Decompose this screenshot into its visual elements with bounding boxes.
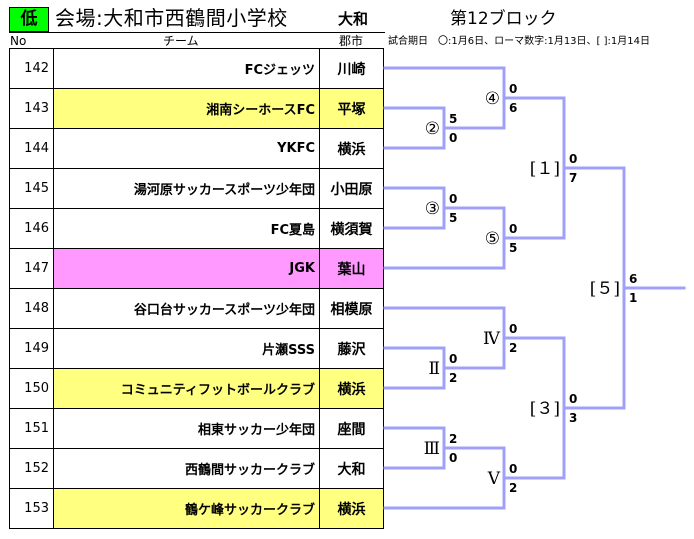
team-number: 153 <box>9 488 54 529</box>
venue-title: 会場:大和市西鶴間小学校 <box>55 6 288 30</box>
score-bottom: 2 <box>509 341 517 355</box>
score-bottom: 7 <box>569 171 577 185</box>
score-bottom: 2 <box>509 481 517 495</box>
team-number: 147 <box>9 248 54 289</box>
column-header-team: チーム <box>163 34 199 48</box>
score-bottom: 0 <box>449 451 457 465</box>
score-bottom: 6 <box>509 101 517 115</box>
block-title: 第12ブロック <box>450 9 557 29</box>
team-name: JGK <box>53 248 320 289</box>
team-city: 藤沢 <box>319 328 384 369</box>
match-label: ③ <box>425 199 440 219</box>
team-city: 座間 <box>319 408 384 449</box>
team-city: 大和 <box>319 448 384 489</box>
team-name: コミュニティフットボールクラブ <box>53 368 320 409</box>
score-bottom: 2 <box>449 371 457 385</box>
venue-city: 大和 <box>338 10 369 28</box>
team-number: 142 <box>9 48 54 89</box>
team-city: 横浜 <box>319 368 384 409</box>
team-name: YKFC <box>53 128 320 169</box>
team-number: 143 <box>9 88 54 129</box>
title-divider <box>9 32 385 33</box>
score-top: 0 <box>509 322 517 336</box>
score-top: 2 <box>449 432 457 446</box>
match-label: Ⅲ <box>424 439 440 459</box>
score-bottom: 0 <box>449 131 457 145</box>
score-top: 0 <box>509 462 517 476</box>
score-top: 0 <box>449 192 457 206</box>
match-label: ② <box>425 119 440 139</box>
column-header-no: No <box>10 34 27 48</box>
score-top: 0 <box>449 352 457 366</box>
score-top: 0 <box>509 222 517 236</box>
team-city: 横浜 <box>319 488 384 529</box>
team-name: 西鶴間サッカークラブ <box>53 448 320 489</box>
team-city: 川崎 <box>319 48 384 89</box>
level-badge: 低 <box>9 7 49 32</box>
team-city: 葉山 <box>319 248 384 289</box>
match-dates-note: 試合期日 〇:1月6日、ローマ数字:1月13日、[ ]:1月14日 <box>388 36 650 47</box>
team-name: 湯河原サッカースポーツ少年団 <box>53 168 320 209</box>
team-name: 片瀬SSS <box>53 328 320 369</box>
score-top: 0 <box>569 152 577 166</box>
score-bottom: 5 <box>449 211 457 225</box>
match-label: [５] <box>590 279 620 299</box>
column-header-city: 郡市 <box>339 34 364 48</box>
team-name: 湘南シーホースFC <box>53 88 320 129</box>
score-bottom: 3 <box>569 411 577 425</box>
score-top: 0 <box>509 82 517 96</box>
match-label: ④ <box>485 89 500 109</box>
match-label: [１] <box>530 159 560 179</box>
team-city: 相模原 <box>319 288 384 329</box>
match-label: Ⅳ <box>483 329 501 349</box>
score-top: 6 <box>629 272 637 286</box>
team-number: 150 <box>9 368 54 409</box>
team-city: 平塚 <box>319 88 384 129</box>
match-label: [３] <box>530 399 560 419</box>
team-number: 146 <box>9 208 54 249</box>
match-label: ⑤ <box>485 229 500 249</box>
score-bottom: 5 <box>509 241 517 255</box>
team-name: 谷口台サッカースポーツ少年団 <box>53 288 320 329</box>
team-number: 145 <box>9 168 54 209</box>
team-name: 鶴ケ峰サッカークラブ <box>53 488 320 529</box>
score-bottom: 1 <box>629 291 637 305</box>
match-label: Ⅱ <box>428 359 440 379</box>
score-top: 5 <box>449 112 457 126</box>
score-top: 0 <box>569 392 577 406</box>
match-label: Ⅴ <box>487 469 501 489</box>
team-city: 小田原 <box>319 168 384 209</box>
team-number: 149 <box>9 328 54 369</box>
team-city: 横浜 <box>319 128 384 169</box>
